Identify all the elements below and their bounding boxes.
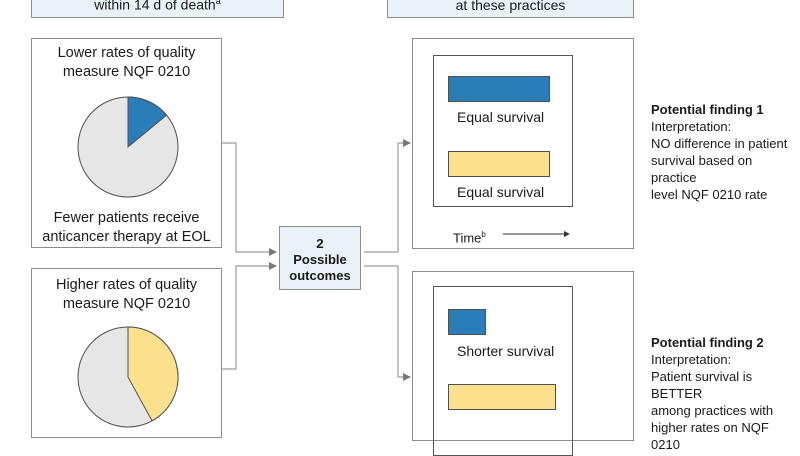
finding1-line-4: level NQF 0210 rate — [651, 187, 768, 202]
chart1-time-axis-label: Time — [453, 230, 482, 246]
finding1-line-2: NO difference in patient — [651, 136, 788, 151]
lower-rates-title-line2: measure NQF 0210 — [62, 64, 191, 80]
outcomes-line2: outcomes — [289, 268, 351, 283]
pie-slice-lower — [127, 96, 168, 149]
chart1-plot-frame — [433, 55, 573, 207]
finding2-line-1: Interpretation: — [651, 352, 732, 367]
connector-higher-to-hub — [222, 262, 277, 370]
header-right-text: at these practices — [455, 0, 566, 13]
chart1-bar-yellow-label: Equal survival — [457, 184, 545, 200]
finding1-title: Potential finding 1 — [651, 102, 764, 117]
chart1-bar-blue-label: Equal survival — [457, 109, 545, 125]
potential-finding-1: Potential finding 1 Interpretation: NO d… — [651, 101, 800, 203]
chart1-bar-blue — [448, 76, 550, 102]
lower-rates-panel: Lower rates of quality measure NQF 0210 … — [31, 38, 222, 248]
finding2-line-2: Patient survival is BETTER — [651, 369, 753, 401]
chart1-bar-yellow — [448, 151, 550, 177]
time-axis-arrowhead — [564, 231, 570, 237]
header-box-left: within 14 d of deatha — [31, 0, 284, 18]
higher-rates-title-line2: measure NQF 0210 — [62, 296, 191, 312]
finding1-line-1: Interpretation: — [651, 119, 732, 134]
survival-chart-2: Shorter survival — [412, 271, 634, 456]
chart2-bar-blue-label: Shorter survival — [457, 343, 555, 359]
connector-lines — [222, 139, 411, 381]
header-left-sup: a — [215, 0, 221, 7]
connector-hub-to-chart1 — [364, 139, 411, 253]
possible-outcomes-box: 2 Possible outcomes — [279, 226, 361, 290]
finding1-line-3: survival based on practice — [651, 153, 753, 185]
finding2-title: Potential finding 2 — [651, 335, 764, 350]
higher-rates-panel: Higher rates of quality measure NQF 0210 — [31, 268, 222, 438]
lower-rates-title-line1: Lower rates of quality — [57, 45, 196, 61]
outcomes-line1: Possible — [293, 252, 347, 267]
finding2-line-4: higher rates on NQF 0210 — [651, 420, 769, 452]
header-box-right: at these practices — [387, 0, 634, 18]
higher-rates-pie-chart — [77, 326, 179, 428]
finding2-line-3: among practices with — [651, 403, 774, 418]
potential-finding-2: Potential finding 2 Interpretation: Pati… — [651, 334, 800, 453]
time-axis-arrow — [503, 231, 570, 237]
lower-rates-caption-line2: anticancer therapy at EOL — [42, 229, 211, 245]
survival-chart-1: Equal survival Equal survival Timeb — [412, 38, 634, 249]
lower-rates-caption-line1: Fewer patients receive — [53, 210, 200, 226]
pie-slice-higher — [127, 326, 179, 422]
header-left-text: within 14 d of death — [94, 0, 216, 13]
outcomes-number: 2 — [316, 236, 324, 251]
lower-rates-pie-chart — [77, 96, 179, 198]
chart1-time-axis-sup: b — [481, 230, 486, 239]
connector-hub-to-chart2 — [364, 265, 411, 381]
chart2-bar-yellow — [448, 384, 556, 410]
higher-rates-title-line1: Higher rates of quality — [55, 277, 198, 293]
connector-lower-to-hub — [222, 142, 277, 256]
chart2-bar-blue — [448, 309, 486, 335]
